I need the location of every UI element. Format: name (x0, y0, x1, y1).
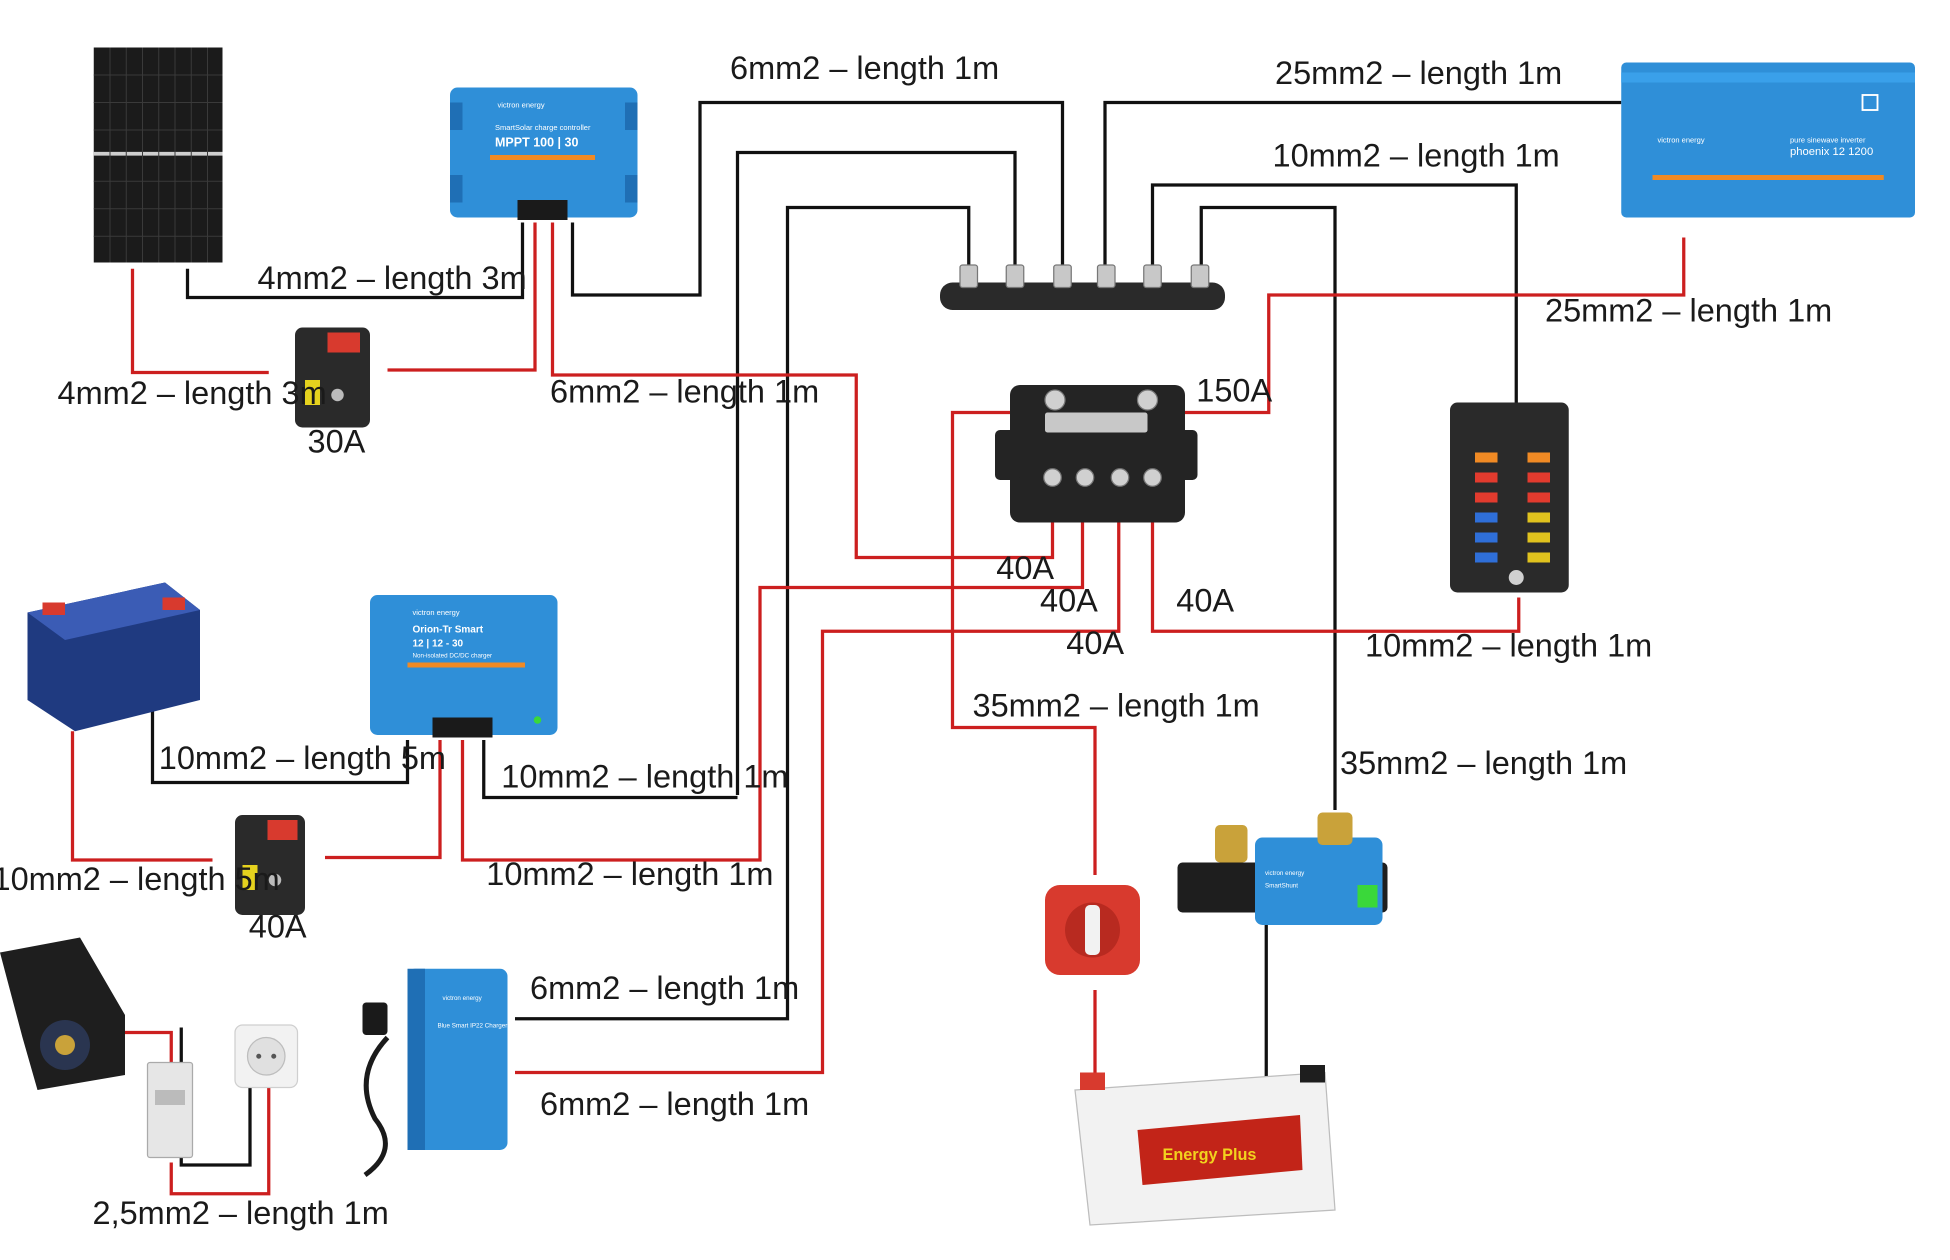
label-charger-negative: 6mm2 – length 1m (530, 970, 799, 1006)
breaker30-mppt-wire (387, 222, 537, 372)
orion-line3: Non-isolated DC/DC charger (413, 653, 493, 660)
starter-negative-wire (150, 700, 410, 785)
solar-positive-wire (130, 268, 269, 375)
battery-switch (1045, 885, 1140, 975)
smart-shunt: victron energy SmartShunt (1177, 812, 1388, 925)
starter-positive-wire (70, 731, 213, 862)
inverter: victron energy pure sinewave inverter ph… (1621, 62, 1915, 218)
inverter-line1: pure sinewave inverter (1790, 136, 1866, 145)
label-fusebox-to-busbar: 10mm2 – length 1m (1273, 137, 1560, 173)
battery-brand: Energy Plus (1163, 1146, 1257, 1164)
fuse-box (1450, 402, 1569, 593)
blue-smart-charger: victron energy Blue Smart IP22 Charger (362, 968, 508, 1178)
label-fuse-150: 150A (1196, 372, 1272, 408)
label-mppt-to-busbar: 6mm2 – length 1m (730, 50, 999, 86)
rcd-breaker (146, 1061, 194, 1159)
solar-negative-wire (185, 222, 525, 300)
breaker-40a (235, 815, 305, 915)
shore-positive-wire (169, 1087, 271, 1196)
label-fuse-40-b: 40A (1040, 582, 1098, 618)
house-battery: Energy Plus (1074, 1065, 1336, 1226)
label-orion-negative: 10mm2 – length 1m (501, 759, 788, 795)
shore-power-inlet (0, 937, 125, 1090)
label-mppt-positive: 6mm2 – length 1m (550, 374, 819, 410)
mppt-fuse-wire (550, 222, 1055, 560)
breaker40-orion-wire (325, 740, 442, 860)
label-fuse-40-a: 40A (996, 550, 1054, 586)
label-solar-positive: 4mm2 – length 3m (58, 375, 327, 411)
charger-fuse-wire (515, 520, 1121, 1075)
orion-fuse-wire (460, 520, 1085, 862)
negative-busbar (940, 264, 1225, 310)
positive-wires (70, 222, 1686, 1196)
breaker-30a (295, 327, 370, 428)
orion-line1: Orion-Tr Smart (413, 625, 484, 636)
charger-busbar-negative-wire (515, 205, 971, 1021)
inverter-line2: phoenix 12 1200 (1790, 146, 1873, 158)
orion-busbar-negative-wire (735, 150, 1017, 795)
label-fusebox-positive: 10mm2 – length 1m (1365, 627, 1652, 663)
shunt-brand: victron energy (1265, 870, 1305, 877)
mppt-model: MPPT 100 | 30 (495, 135, 578, 149)
label-inverter-to-busbar: 25mm2 – length 1m (1275, 55, 1562, 91)
battery-switch-wire (950, 410, 1097, 875)
charger-brand: victron energy (443, 995, 483, 1002)
starter-battery (27, 582, 200, 732)
label-starter-negative: 10mm2 – length 5m (159, 740, 446, 776)
label-fuse-40-d: 40A (1066, 625, 1124, 661)
label-inverter-positive: 25mm2 – length 1m (1545, 292, 1832, 328)
mppt-subtitle: SmartSolar charge controller (495, 123, 591, 132)
mppt-charge-controller: victron energy SmartSolar charge control… (450, 87, 638, 220)
fuse-holder (995, 385, 1198, 523)
labels: 6mm2 – length 1m 25mm2 – length 1m 10mm2… (0, 50, 1832, 1231)
mppt-brand: victron energy (498, 101, 545, 110)
fusebox-fuse-wire (1150, 520, 1521, 633)
label-shore-cable: 2,5mm2 – length 1m (93, 1195, 389, 1231)
label-breaker-40: 40A (249, 909, 307, 945)
shunt-negative-wire (1199, 205, 1337, 810)
mppt-negative-wire (570, 100, 1065, 297)
shore-plug-wire (125, 1030, 173, 1063)
label-breaker-30: 30A (308, 424, 366, 460)
inverter-fuse-wire (1175, 237, 1686, 415)
label-orion-positive: 10mm2 – length 1m (486, 856, 773, 892)
label-main-positive: 35mm2 – length 1m (973, 687, 1260, 723)
solar-panel (93, 47, 223, 263)
wall-socket (234, 1024, 299, 1089)
orion-dcdc-charger: victron energy Orion-Tr Smart 12 | 12 - … (370, 595, 558, 738)
inverter-brand: victron energy (1658, 136, 1705, 145)
label-fuse-40-c: 40A (1176, 582, 1234, 618)
orion-brand: victron energy (413, 608, 460, 617)
label-starter-positive: 10mm2 – length 5m (0, 861, 280, 897)
label-solar-negative: 4mm2 – length 3m (258, 260, 527, 296)
charger-model: Blue Smart IP22 Charger (438, 1023, 508, 1030)
label-charger-positive: 6mm2 – length 1m (540, 1086, 809, 1122)
shunt-model: SmartShunt (1265, 883, 1298, 890)
label-main-negative: 35mm2 – length 1m (1340, 745, 1627, 781)
orion-negative-wire (482, 740, 738, 800)
orion-line2: 12 | 12 - 30 (413, 638, 464, 649)
inverter-negative-wire (1103, 100, 1622, 265)
